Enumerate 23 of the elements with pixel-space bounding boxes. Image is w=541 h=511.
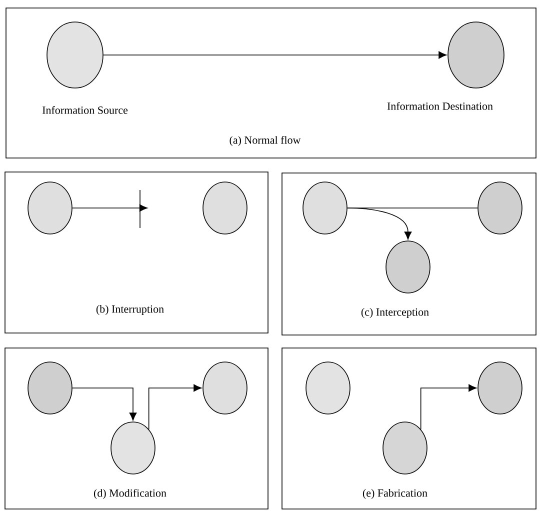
panel-box: (b) Interruption [4,172,268,334]
circle [306,362,350,414]
circle [110,422,156,474]
arrow [72,388,137,421]
panel-box: (c) Interception [282,172,536,336]
circle [478,362,522,414]
panel-box: (d) Modification [4,348,268,510]
arrow [420,384,477,430]
circle [478,182,522,234]
circle [28,182,72,234]
circle-label: Information Source [42,106,128,114]
panel-box: (e) Fabrication [282,348,536,510]
arrow [148,384,202,430]
circle [302,182,348,234]
arrow [72,204,148,212]
circle-label: Information Destination [387,102,493,110]
circle [28,362,72,414]
arrow [103,51,447,59]
circle [202,362,248,414]
circle [382,422,428,474]
arrow [347,208,412,240]
circle [386,240,430,294]
circle [202,182,248,234]
